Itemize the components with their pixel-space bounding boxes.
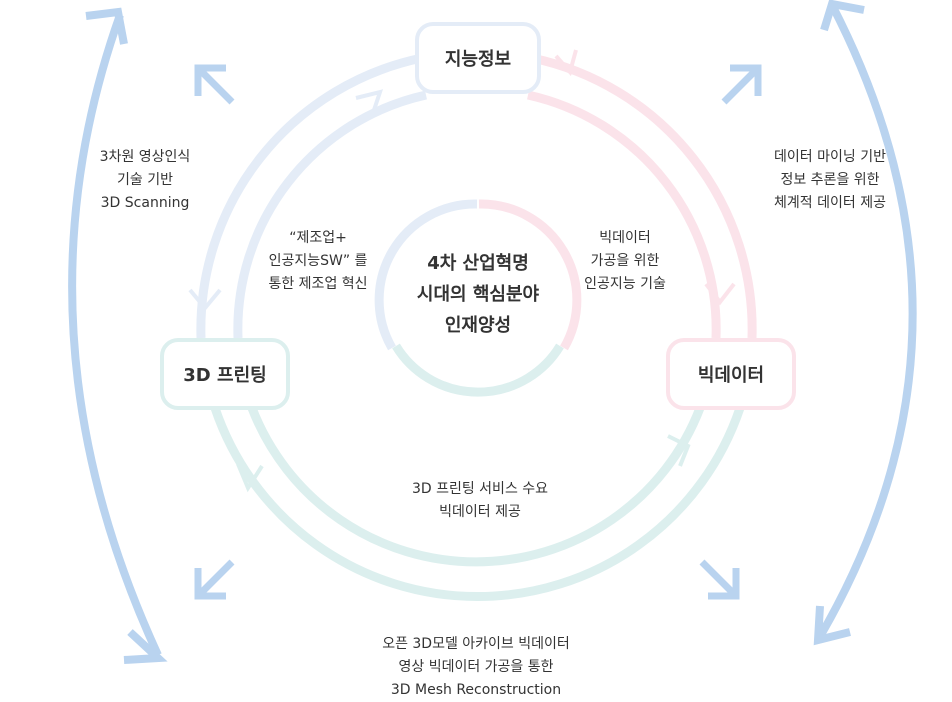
label-line: 통한 제조업 혁신 (268, 276, 368, 292)
ring-chevron-icon (554, 49, 578, 77)
ring-inner-top-left (233, 90, 427, 339)
outer-label-right: 데이터 마이닝 기반 정보 추론을 위한 체계적 데이터 제공 (750, 146, 910, 215)
label-line: 3D Scanning (100, 195, 190, 211)
center-title: 4차 산업혁명 시대의 핵심분야 인재양성 (380, 248, 576, 341)
center-line: 4차 산업혁명 (427, 253, 529, 274)
outer-arrow-right (814, 3, 917, 643)
node-intelligent-information: 지능정보 (415, 22, 541, 94)
diagonal-arrow-down-left-icon (194, 559, 235, 600)
center-ring-teal (392, 343, 564, 397)
label-line: 3D Mesh Reconstruction (390, 682, 562, 698)
label-line: 빅데이터 제공 (439, 504, 521, 520)
arrow-head-icon (123, 629, 168, 664)
label-line: 데이터 마이닝 기반 (774, 149, 886, 165)
label-line: 기술 기반 (117, 172, 173, 188)
label-line: 인공지능SW” 를 (268, 253, 368, 269)
inner-label-bottom: 3D 프린팅 서비스 수요 빅데이터 제공 (380, 478, 580, 524)
inner-label-top-left: “제조업+ 인공지능SW” 를 통한 제조업 혁신 (248, 227, 388, 296)
label-line: 3차원 영상인식 (99, 149, 191, 165)
ring-outer-top-left (196, 53, 423, 339)
center-line: 인재양성 (444, 315, 512, 336)
label-line: 영상 빅데이터 가공을 통한 (398, 659, 554, 675)
outer-arrow-left (68, 13, 162, 657)
diagonal-arrow-up-right-icon (721, 64, 762, 105)
inner-label-top-right: 빅데이터 가공을 위한 인공지능 기술 (560, 227, 690, 296)
center-line: 시대의 핵심분야 (416, 284, 540, 305)
ring-outer-top-right (531, 53, 757, 339)
label-line: 3D 프린팅 서비스 수요 (411, 481, 549, 497)
arrow-head-icon (813, 605, 851, 646)
ring-chevron-icon (667, 434, 691, 467)
ring-inner-bottom (247, 406, 705, 567)
center-ring-blue (374, 199, 478, 351)
label-line: 인공지능 기술 (584, 276, 666, 292)
outer-label-bottom: 오픈 3D모델 아카이브 빅데이터 영상 빅데이터 가공을 통한 3D Mesh… (356, 633, 596, 702)
label-line: 오픈 3D모델 아카이브 빅데이터 (382, 636, 570, 652)
label-line: 가공을 위한 (590, 253, 660, 269)
arrow-head-icon (85, 7, 128, 45)
node-big-data: 빅데이터 (666, 338, 796, 410)
ring-chevron-icon (704, 282, 736, 306)
ring-chevron-icon (355, 89, 384, 117)
ring-outer-bottom (210, 406, 745, 602)
ring-chevron-icon (236, 463, 264, 493)
label-line: 정보 추론을 위한 (780, 172, 880, 188)
label-line: “제조업+ (289, 230, 347, 246)
node-3d-printing: 3D 프린팅 (160, 338, 290, 410)
arrow-head-icon (820, 0, 865, 32)
ring-chevron-icon (188, 288, 222, 312)
diagonal-arrow-up-left-icon (194, 64, 235, 105)
diagonal-arrow-down-right-icon (699, 559, 740, 600)
label-line: 빅데이터 (599, 230, 651, 246)
center-ring-pink (478, 199, 582, 351)
label-line: 체계적 데이터 제공 (774, 195, 886, 211)
outer-label-left: 3차원 영상인식 기술 기반 3D Scanning (70, 146, 220, 215)
